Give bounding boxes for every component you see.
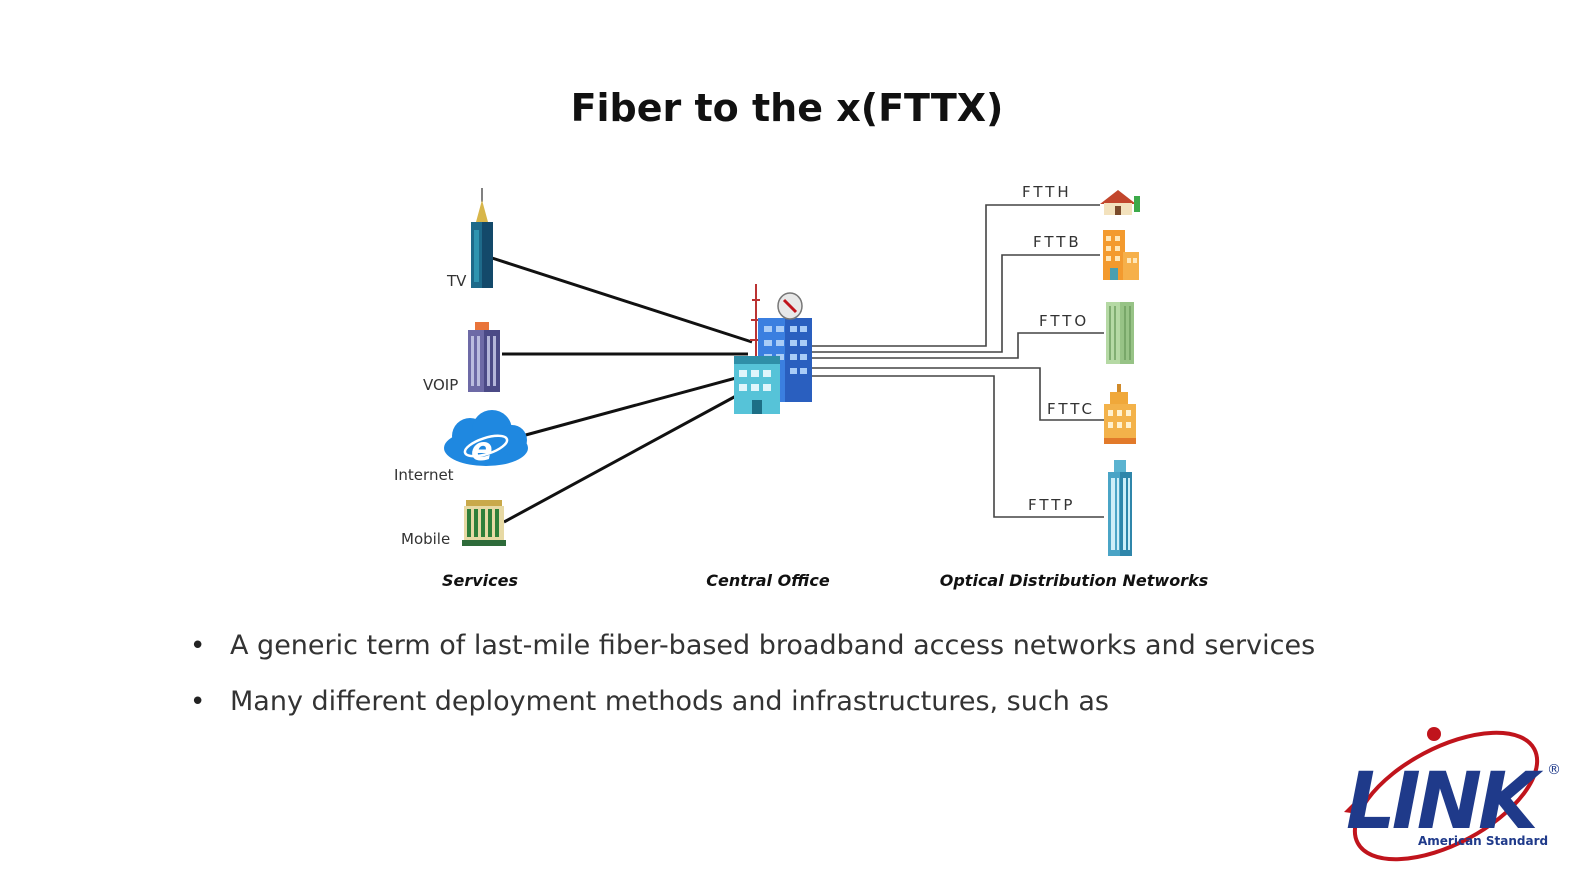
logo-name: LINK: [1346, 757, 1544, 847]
tower-building-icon: [471, 188, 493, 288]
link-tv: [491, 256, 753, 344]
link-fttp: [812, 375, 1104, 518]
logo-tagline: American Standard: [1418, 834, 1548, 848]
bullet-list: A generic term of last-mile fiber-based …: [186, 622, 1315, 734]
logo-registered-mark: ®: [1547, 762, 1561, 778]
bullet-item: Many different deployment methods and in…: [186, 678, 1315, 734]
apartment-building-icon: [1103, 230, 1139, 280]
link-ftto: [812, 332, 1104, 359]
skyscraper-icon: [468, 322, 500, 392]
premises-tower-icon: [1108, 460, 1132, 556]
network-label-fttb: FTTB: [1033, 233, 1082, 251]
link-logo: LINK ® American Standard: [1344, 727, 1561, 862]
office-tower-icon: [1106, 302, 1134, 364]
internet-cloud-icon: e: [444, 410, 528, 468]
caption-odn: Optical Distribution Networks: [940, 571, 1208, 590]
network-label-fttp: FTTP: [1028, 496, 1075, 514]
network-label-ftto: FTTO: [1039, 312, 1089, 330]
link-fttb: [812, 254, 1100, 353]
link-mobile: [503, 394, 737, 524]
service-label-mobile: Mobile: [401, 530, 450, 548]
link-fttc: [812, 367, 1104, 421]
page-title: Fiber to the x(FTTX): [570, 86, 1004, 130]
link-ftth: [812, 204, 1100, 347]
service-label-internet: Internet: [394, 466, 454, 484]
house-icon: [1100, 190, 1140, 215]
caption-services: Services: [442, 571, 518, 590]
logo-wordmark: LINK: [1346, 757, 1548, 847]
central-office-icon: [734, 284, 812, 414]
network-label-ftth: FTTH: [1022, 183, 1072, 201]
link-internet: [521, 376, 737, 438]
service-label-voip: VOIP: [423, 376, 458, 394]
svg-text:e: e: [471, 430, 493, 468]
columned-building-icon: [462, 500, 506, 546]
curb-building-icon: [1104, 384, 1136, 444]
network-label-fttc: FTTC: [1047, 400, 1095, 418]
service-links: [491, 256, 753, 524]
bullet-item: A generic term of last-mile fiber-based …: [186, 622, 1315, 678]
service-label-tv: TV: [446, 272, 467, 290]
distribution-links: [812, 204, 1104, 518]
caption-central-office: Central Office: [706, 571, 830, 590]
fttx-diagram: TV VOIP e Internet Mobile: [394, 183, 1208, 590]
